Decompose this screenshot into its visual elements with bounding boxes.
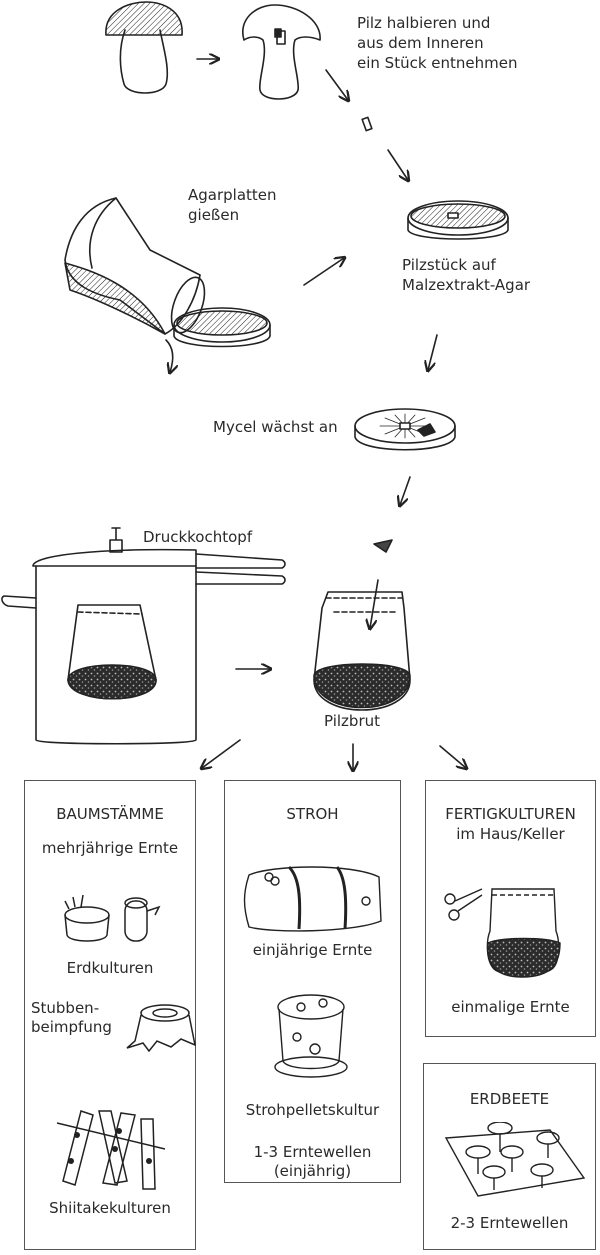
- petri-dish-mycelium-icon: [354, 408, 456, 451]
- culture-subtitle: mehrjährige Ernte: [41, 839, 179, 857]
- arrow-down: [400, 476, 411, 505]
- culture-item: einmalige Ernte: [451, 998, 570, 1016]
- culture-box-baumstaemme: BAUMSTÄMME mehrjährige Ernte Erdkulturen…: [24, 780, 197, 1250]
- step-spawn-label: Pilzbrut: [324, 712, 381, 730]
- tissue-piece-icon: [361, 116, 373, 132]
- soil-bed-mushrooms-icon: [444, 1122, 586, 1197]
- mycel-wedge-icon: [373, 539, 393, 553]
- culture-heading: ERDBEETE: [469, 1090, 550, 1108]
- spawn-bag-icon: [313, 591, 411, 711]
- pressure-cooker-icon: [1, 527, 286, 745]
- shiitake-logs-icon: [56, 1110, 166, 1190]
- culture-item: Erdkulturen: [66, 959, 154, 977]
- tree-stump-icon: [126, 1004, 197, 1053]
- arrow-pour: [165, 339, 173, 372]
- step-place-label: Pilzstück auf Malzextrakt-Agar: [402, 256, 531, 294]
- culture-item: Stubben- beimpfung: [31, 999, 112, 1036]
- arrow-to-baumstaemme: [202, 739, 241, 768]
- culture-heading: FERTIGKULTUREN: [445, 805, 576, 823]
- straw-bale-icon: [243, 865, 382, 932]
- mushroom-whole-icon: [105, 1, 183, 94]
- arrow-to-fertigkulturen: [439, 745, 466, 768]
- step-halve-label: Pilz halbieren und aus dem Inneren ein S…: [357, 14, 518, 72]
- arrow-down-right: [325, 69, 348, 100]
- arrow-down: [370, 579, 379, 628]
- culture-subtitle: im Haus/Keller: [456, 825, 565, 843]
- step-pour-label: Agarplatten gießen: [188, 186, 277, 224]
- petri-dish-agar-icon: [173, 307, 271, 348]
- log-stumps-icon: [64, 894, 161, 942]
- arrow-down: [428, 334, 438, 370]
- mushroom-halved-icon: [241, 4, 321, 100]
- culture-item-subtitle: einjährige Ernte: [252, 941, 373, 959]
- scissors-icon: [444, 888, 483, 921]
- step-grow-label: Mycel wächst an: [213, 418, 338, 436]
- culture-box-erdbeete: ERDBEETE 2-3 Erntewellen: [423, 1063, 596, 1250]
- step-cooker-label: Druckkochtopf: [143, 528, 253, 546]
- culture-item: Shiitakekulturen: [49, 1199, 171, 1217]
- culture-box-fertigkulturen: FERTIGKULTUREN im Haus/Keller einmalige …: [425, 780, 596, 1037]
- culture-item: Strohpelletskultur: [245, 1101, 380, 1119]
- ready-culture-bag-icon: [444, 888, 561, 978]
- culture-heading: STROH: [286, 805, 339, 823]
- culture-item: 2-3 Erntewellen: [450, 1214, 569, 1232]
- arrow-down-right: [387, 149, 408, 180]
- arrow-up-right: [303, 258, 344, 286]
- culture-heading: BAUMSTÄMME: [56, 805, 164, 823]
- straw-pellet-bucket-icon: [274, 994, 348, 1078]
- culture-item: 1-3 Erntewellen (einjährig): [253, 1143, 372, 1180]
- culture-box-stroh: STROH einjährige Ernte Strohpelletskultu…: [224, 780, 401, 1183]
- petri-dish-with-tissue-icon: [407, 200, 509, 240]
